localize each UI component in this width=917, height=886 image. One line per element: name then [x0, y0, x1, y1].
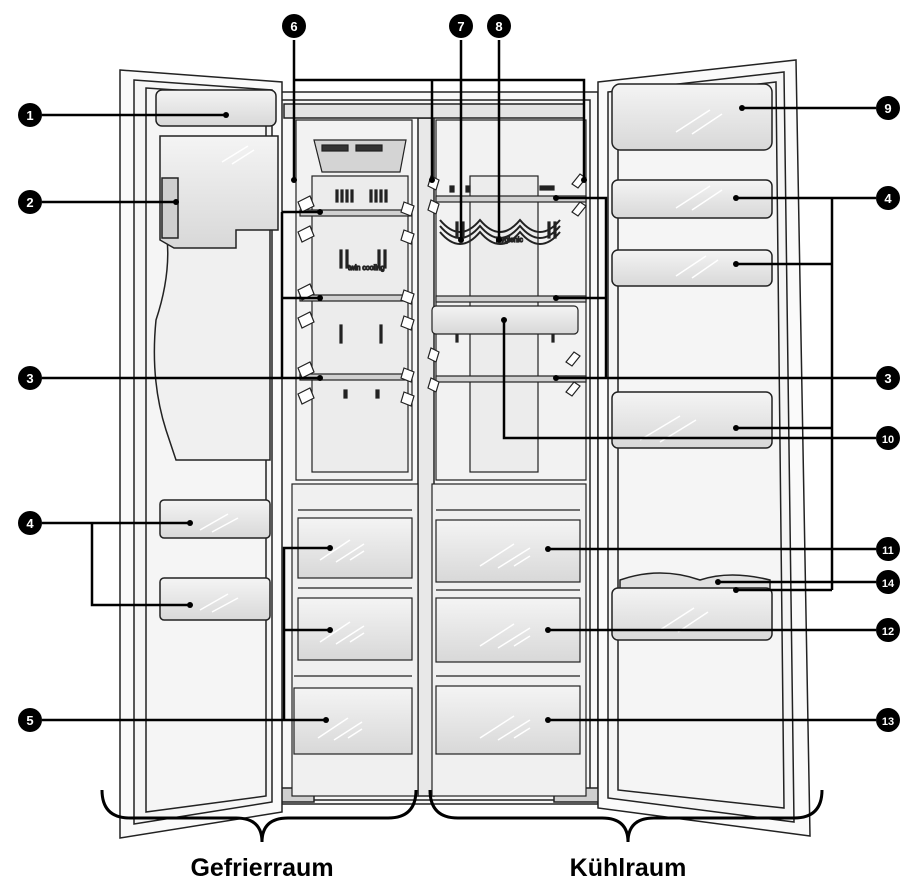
callout-3-right: 3: [876, 366, 900, 390]
leader-6: [292, 40, 586, 180]
callout-9: 9: [876, 96, 900, 120]
leader-4-left: [42, 521, 190, 607]
leader-5: [42, 546, 330, 722]
freezer-panel-text: twin cooling: [348, 265, 385, 272]
freezer-door-bin-1: [159, 499, 271, 539]
callout-10: 10: [876, 426, 900, 450]
callout-5-label: 5: [26, 713, 33, 728]
fridge-door-bin-4: [611, 587, 773, 641]
freezer-label: Gefrierraum: [190, 854, 333, 882]
callout-8-label: 8: [495, 19, 502, 34]
leader-dots: [173, 105, 745, 723]
callout-1-label: 1: [26, 108, 33, 123]
callout-3-right-label: 3: [884, 371, 891, 386]
fridge-door-bin-2: [611, 249, 773, 287]
ice-bin-top: [155, 89, 277, 127]
callout-2: 2: [18, 190, 42, 214]
leader-3-right: [556, 196, 876, 380]
bottle-holder: [619, 572, 771, 591]
callout-7: 7: [449, 14, 473, 38]
callout-13-label: 13: [882, 716, 894, 728]
leader-10: [502, 320, 876, 440]
callout-1: 1: [18, 103, 42, 127]
callout-4-right-label: 4: [884, 191, 892, 206]
ice-bucket: [159, 135, 279, 249]
section-braces: [100, 789, 824, 843]
callout-6-label: 6: [290, 19, 297, 34]
callout-12: 12: [876, 618, 900, 642]
callout-4-left: 4: [18, 511, 42, 535]
fridge-door-bin-3: [611, 391, 773, 449]
freezer-brace: [100, 789, 418, 843]
callout-12-label: 12: [882, 626, 894, 638]
callout-3-left-label: 3: [26, 371, 33, 386]
callout-11: 11: [876, 537, 900, 561]
freezer-door: [119, 69, 283, 839]
leader-lines: [42, 40, 876, 722]
freezer-door-bin-2: [159, 577, 271, 621]
callout-13: 13: [876, 708, 900, 732]
fridge-brace: [428, 789, 824, 843]
freezer-drawers: [293, 509, 413, 755]
dairy-compartment: [611, 83, 773, 151]
callout-14-label: 14: [882, 578, 895, 590]
fridge-door: [597, 59, 811, 837]
fridge-drawers: [435, 509, 581, 755]
callout-4-left-label: 4: [26, 516, 34, 531]
callout-3-left: 3: [18, 366, 42, 390]
callout-7-label: 7: [457, 19, 464, 34]
callout-5: 5: [18, 708, 42, 732]
callout-8: 8: [487, 14, 511, 38]
callout-10-label: 10: [882, 434, 894, 446]
leader-3-left: [280, 210, 320, 378]
callout-14: 14: [876, 570, 900, 594]
callout-2-label: 2: [26, 195, 33, 210]
callout-9-label: 9: [884, 101, 891, 116]
leader-4-right: [736, 196, 876, 592]
fridge-drawer-1: [435, 519, 581, 583]
callout-6: 6: [282, 14, 306, 38]
callout-4-right: 4: [876, 186, 900, 210]
fridge-label: Kühlraum: [570, 854, 687, 882]
callout-11-label: 11: [882, 545, 894, 557]
